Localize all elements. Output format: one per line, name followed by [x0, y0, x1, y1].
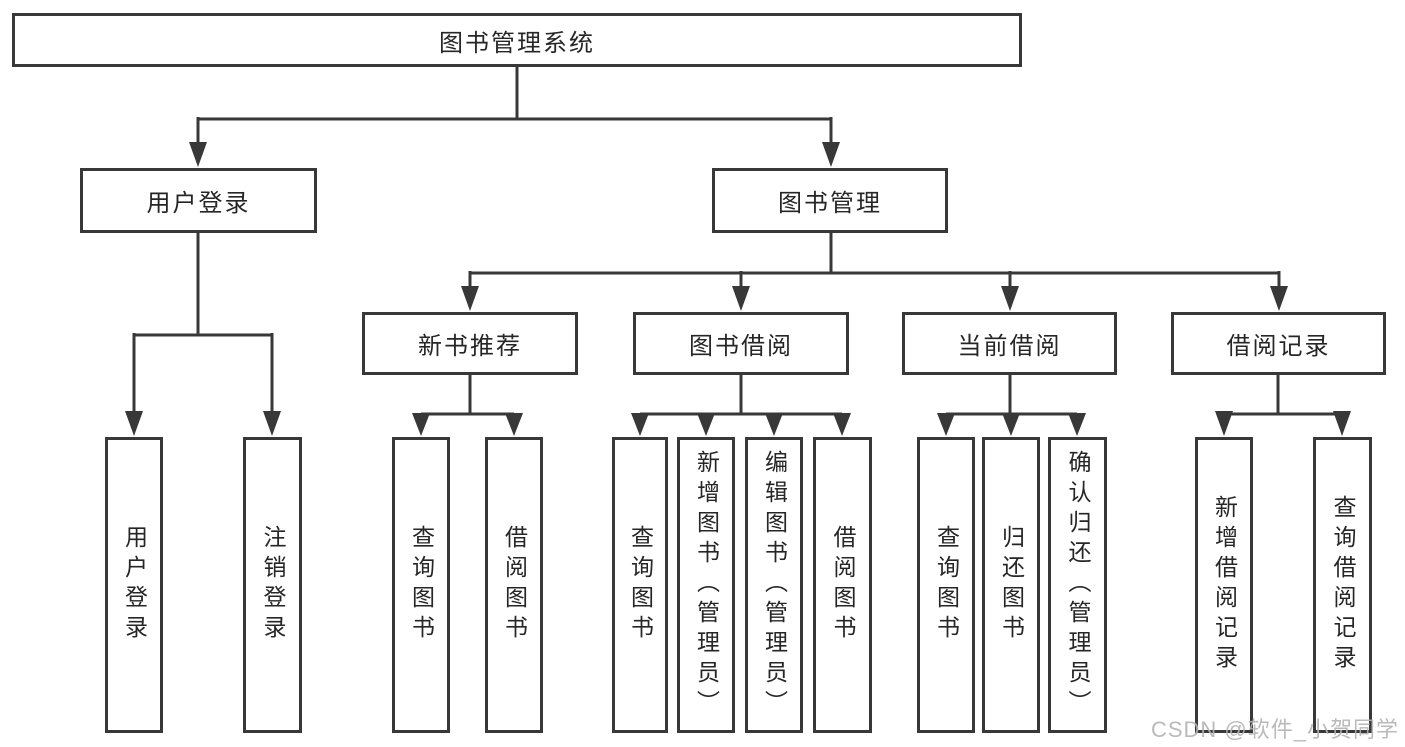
leaf-confirm-return-admin: 确认归还（管理员） — [1048, 437, 1107, 733]
node-book-borrow-label: 图书借阅 — [689, 333, 793, 360]
node-user-login-label: 用户登录 — [146, 190, 251, 217]
leaf-borrow-books-2-label: 借阅图书 — [830, 525, 856, 645]
leaf-query-books-1-label: 查询图书 — [408, 525, 435, 645]
leaf-borrow-books-1: 借阅图书 — [485, 437, 543, 733]
node-new-book-recommend-label: 新书推荐 — [418, 333, 522, 360]
node-new-book-recommend: 新书推荐 — [362, 312, 578, 375]
leaf-query-borrow-record: 查询借阅记录 — [1313, 437, 1372, 733]
leaf-edit-book-admin: 编辑图书（管理员） — [745, 437, 803, 733]
leaf-query-borrow-record-label: 查询借阅记录 — [1330, 495, 1356, 675]
leaf-return-book-label: 归还图书 — [998, 525, 1025, 645]
leaf-query-books-1: 查询图书 — [392, 437, 450, 733]
leaf-logout: 注销登录 — [243, 437, 302, 733]
leaf-return-book: 归还图书 — [982, 437, 1040, 733]
watermark-text: CSDN @软件_小贺同学 — [1150, 717, 1399, 742]
node-borrow-records-label: 借阅记录 — [1226, 333, 1331, 360]
leaf-query-books-2: 查询图书 — [612, 437, 668, 733]
node-borrow-records: 借阅记录 — [1171, 312, 1386, 375]
leaf-add-borrow-record-label: 新增借阅记录 — [1211, 495, 1238, 675]
leaf-logout-label: 注销登录 — [260, 525, 286, 645]
leaf-borrow-books-1-label: 借阅图书 — [501, 525, 528, 645]
node-book-borrow: 图书借阅 — [633, 312, 849, 375]
leaf-edit-book-admin-label: 编辑图书（管理员） — [761, 450, 788, 720]
leaf-add-book-admin-label: 新增图书（管理员） — [693, 450, 720, 720]
leaf-confirm-return-admin-label: 确认归还（管理员） — [1065, 450, 1091, 720]
leaf-user-login: 用户登录 — [105, 437, 163, 733]
leaf-user-login-label: 用户登录 — [121, 525, 148, 645]
node-root-label: 图书管理系统 — [439, 29, 595, 57]
node-book-management-label: 图书管理 — [778, 190, 882, 217]
leaf-query-books-3-label: 查询图书 — [933, 525, 960, 645]
leaf-borrow-books-2: 借阅图书 — [813, 437, 872, 733]
node-user-login: 用户登录 — [80, 168, 317, 233]
node-current-borrow-label: 当前借阅 — [957, 333, 1062, 360]
arrowhead-icons — [125, 142, 1351, 436]
leaf-query-books-3: 查询图书 — [917, 437, 975, 733]
node-book-management: 图书管理 — [712, 168, 948, 233]
node-current-borrow: 当前借阅 — [902, 312, 1117, 375]
leaf-add-book-admin: 新增图书（管理员） — [677, 437, 735, 733]
node-root: 图书管理系统 — [12, 13, 1022, 67]
leaf-query-books-2-label: 查询图书 — [627, 525, 654, 645]
leaf-add-borrow-record: 新增借阅记录 — [1195, 437, 1253, 733]
